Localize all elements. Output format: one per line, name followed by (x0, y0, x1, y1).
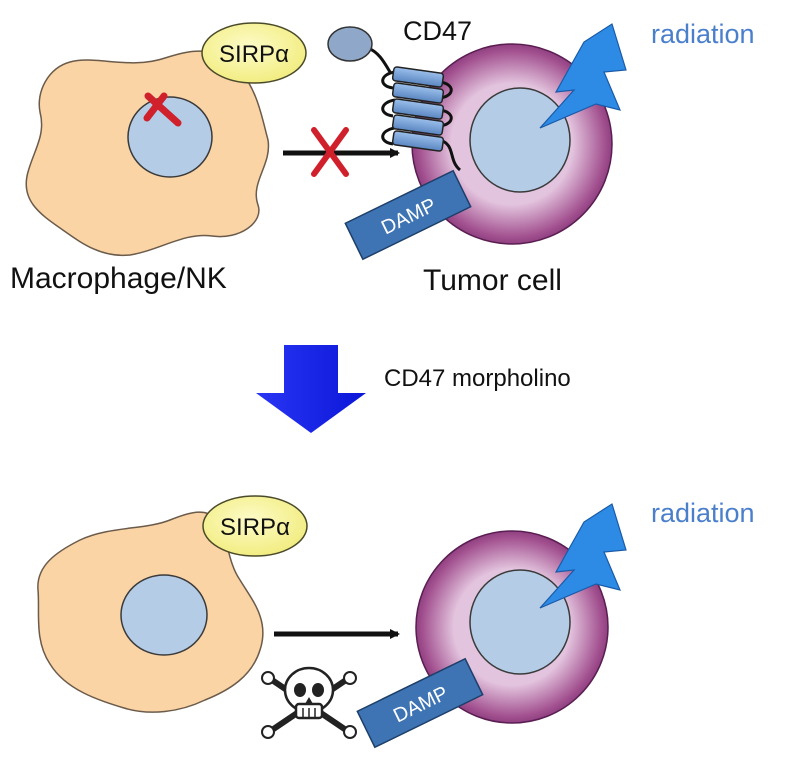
sirp-alpha-label-bottom: SIRPα (220, 514, 290, 541)
damp-box-top: DAMP (344, 169, 472, 261)
down-arrow (256, 345, 366, 433)
lightning-bolt-icon-bottom (539, 503, 627, 609)
bottom-panel: SIRPα radiation DAMP (37, 495, 755, 749)
treatment-step: CD47 morpholino (256, 345, 571, 433)
top-panel: SIRPα CD47 radiation (10, 16, 755, 297)
cd47-molecule (327, 26, 462, 172)
radiation-label-bottom: radiation (651, 498, 755, 528)
macrophage-nucleus-top (127, 96, 213, 178)
inhibition-t-icon (143, 92, 182, 127)
radiation-label-top: radiation (651, 19, 755, 49)
macrophage-label: Macrophage/NK (10, 262, 227, 295)
sirp-alpha-label-top: SIRPα (219, 41, 289, 68)
red-x-icon (311, 127, 349, 177)
tumor-nucleus-bottom (469, 569, 571, 675)
treatment-label: CD47 morpholino (384, 365, 571, 392)
sirp-alpha-receptor-top (201, 22, 307, 84)
cd47-label: CD47 (403, 16, 472, 46)
damp-box-bottom: DAMP (356, 657, 484, 749)
cd47-head (327, 26, 373, 62)
macrophage-nucleus-bottom (120, 574, 208, 656)
tumor-nucleus-top (469, 87, 571, 193)
skull-crossbones-icon (261, 666, 357, 739)
sirp-alpha-receptor-bottom (202, 495, 308, 557)
tumor-cell-label: Tumor cell (423, 264, 562, 297)
lightning-bolt-icon-top (539, 23, 627, 129)
